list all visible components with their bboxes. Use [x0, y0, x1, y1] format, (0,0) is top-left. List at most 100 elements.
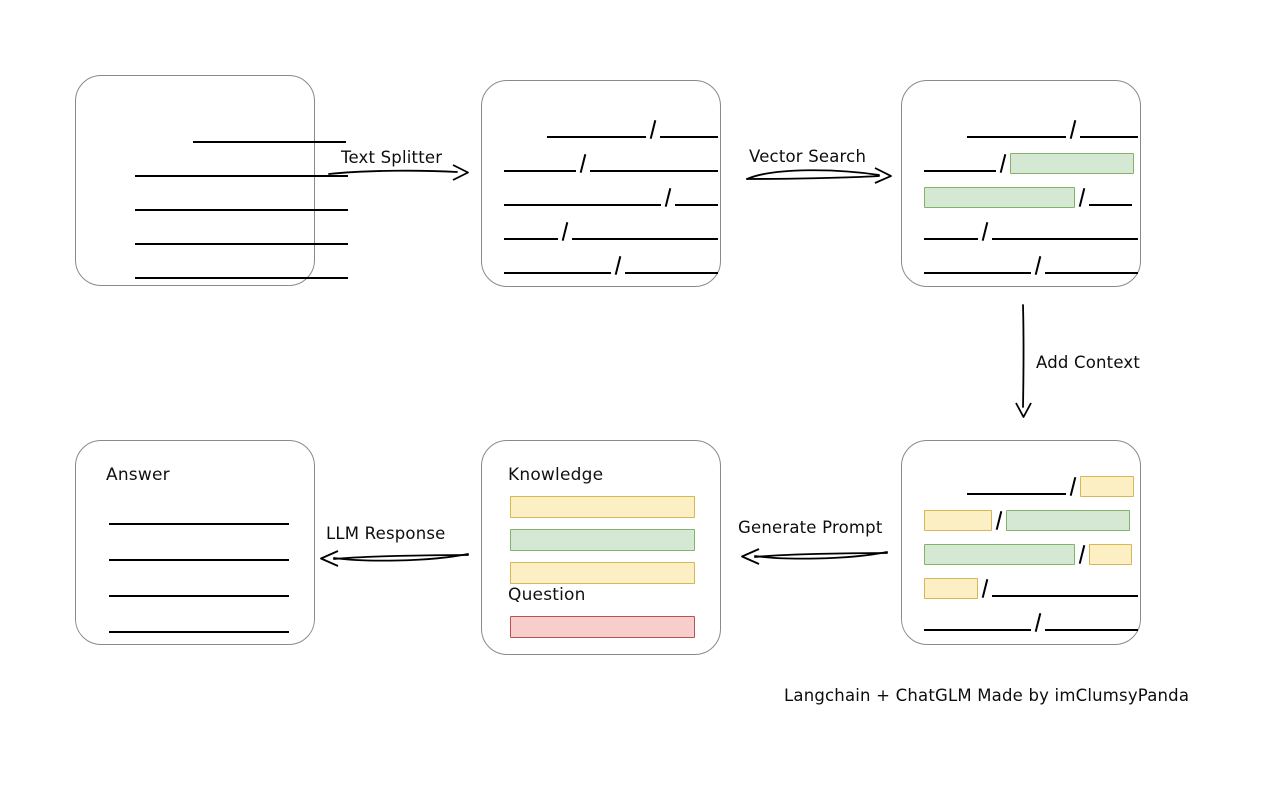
text-line-segment [572, 221, 718, 243]
text-row [902, 185, 1162, 211]
text-line-segment [135, 192, 348, 214]
text-row [902, 117, 1162, 143]
text-row [902, 576, 1162, 602]
edge-generate-prompt [737, 542, 889, 568]
knowledge-bar-2 [510, 529, 695, 551]
slash-separator [1066, 476, 1080, 498]
text-line-segment [109, 614, 289, 636]
text-line-segment [1080, 119, 1138, 141]
text-line-segment [992, 221, 1138, 243]
slash-separator [978, 578, 992, 600]
answer-lines [76, 441, 314, 644]
text-row [902, 219, 1162, 245]
text-row [482, 185, 742, 211]
text-line-segment [924, 153, 996, 175]
slash-separator [1031, 255, 1045, 277]
text-line-segment [924, 221, 978, 243]
split-chunks-lines [482, 81, 720, 286]
edge-llm-response [318, 545, 470, 571]
slash-separator [1075, 187, 1089, 209]
slash-separator [611, 255, 625, 277]
text-line-segment [967, 119, 1066, 141]
text-line-segment [1089, 187, 1132, 209]
node-prompt-panel[interactable]: Knowledge Question [481, 440, 721, 655]
text-line-segment [1045, 255, 1138, 277]
text-line-segment [135, 260, 348, 282]
highlight-chip-yellow [924, 510, 992, 531]
highlight-chip-green [924, 544, 1075, 565]
text-line-segment [1045, 612, 1138, 634]
node-context-added-chunks[interactable] [901, 440, 1141, 645]
knowledge-label: Knowledge [508, 465, 604, 485]
slash-separator [558, 221, 572, 243]
highlight-chip-green [1006, 510, 1130, 531]
text-line-segment [924, 255, 1031, 277]
edge-label-generate-prompt: Generate Prompt [738, 518, 883, 537]
text-row [76, 190, 373, 216]
edge-text-splitter [327, 160, 472, 186]
text-line-segment [625, 255, 718, 277]
text-line-segment [924, 612, 1031, 634]
text-row [902, 508, 1162, 534]
text-row [76, 540, 347, 566]
slash-separator [978, 221, 992, 243]
text-line-segment [547, 119, 646, 141]
node-split-chunks[interactable] [481, 80, 721, 287]
slash-separator [996, 153, 1010, 175]
text-row [482, 253, 742, 279]
vector-results-lines [902, 81, 1140, 286]
text-line-segment [193, 124, 346, 146]
text-line-segment [109, 578, 289, 600]
edge-label-vector-search: Vector Search [749, 147, 867, 166]
text-line-segment [135, 226, 348, 248]
highlight-chip-yellow [1080, 476, 1134, 497]
slash-separator [661, 187, 675, 209]
edge-vector-search [745, 163, 895, 189]
text-line-segment [135, 158, 348, 180]
slash-separator [646, 119, 660, 141]
node-source-document[interactable] [75, 75, 348, 286]
text-row [76, 258, 373, 284]
highlight-chip-green [1010, 153, 1134, 174]
source-document-lines [76, 76, 348, 285]
edge-add-context [1012, 303, 1038, 419]
text-row [76, 122, 373, 148]
knowledge-bar-1 [510, 496, 695, 518]
text-line-segment [967, 476, 1066, 498]
text-line-segment [504, 221, 558, 243]
text-row [482, 151, 742, 177]
text-line-segment [992, 578, 1138, 600]
highlight-chip-green [924, 187, 1075, 208]
highlight-chip-yellow [1089, 544, 1132, 565]
edge-label-text-splitter: Text Splitter [341, 148, 443, 167]
knowledge-bar-3 [510, 562, 695, 584]
text-row [902, 151, 1162, 177]
slash-separator [992, 510, 1006, 532]
slash-separator [1031, 612, 1045, 634]
text-row [76, 224, 373, 250]
slash-separator [576, 153, 590, 175]
edge-label-add-context: Add Context [1036, 353, 1141, 372]
text-row [76, 576, 347, 602]
text-line-segment [504, 153, 576, 175]
edge-label-llm-response: LLM Response [326, 524, 446, 543]
text-line-segment [590, 153, 718, 175]
text-line-segment [504, 255, 611, 277]
text-line-segment [109, 506, 289, 528]
slash-separator [1066, 119, 1080, 141]
text-row [76, 612, 347, 638]
node-answer-panel[interactable]: Answer [75, 440, 315, 645]
text-row [482, 117, 742, 143]
text-row [902, 542, 1162, 568]
node-vector-search-results[interactable] [901, 80, 1141, 287]
answer-label: Answer [106, 465, 170, 485]
text-row [76, 156, 373, 182]
question-label: Question [508, 585, 586, 605]
text-line-segment [675, 187, 718, 209]
text-line-segment [109, 542, 289, 564]
text-row [902, 610, 1162, 636]
text-line-segment [660, 119, 718, 141]
text-row [902, 253, 1162, 279]
text-line-segment [504, 187, 661, 209]
